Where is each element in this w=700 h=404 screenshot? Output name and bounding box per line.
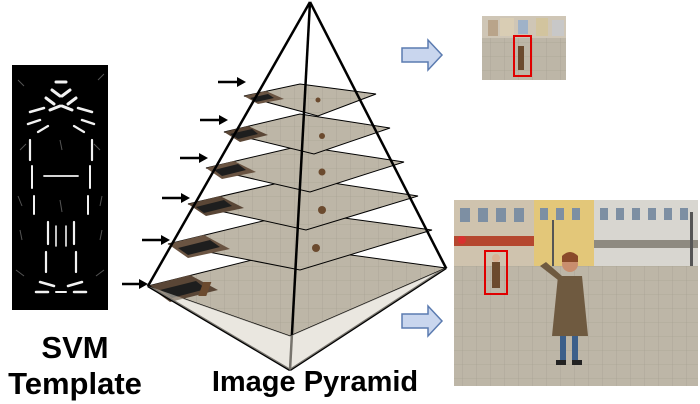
block-right-arrow-icon: [401, 38, 444, 72]
right-arrow-icon: [162, 193, 190, 203]
image-pyramid: [146, 1, 448, 372]
small-detection-image: [482, 16, 566, 80]
large-detection-image: [454, 200, 698, 386]
pyramid-level-3: [187, 177, 419, 231]
right-arrow-icon: [122, 279, 148, 289]
pyramid-level-6: [243, 83, 377, 117]
svm-label-line1: SVM: [41, 330, 109, 365]
detection-box: [484, 250, 508, 295]
pedestrian: [540, 252, 588, 365]
svm-label-line2: Template: [8, 366, 142, 401]
right-arrow-icon: [142, 235, 170, 245]
detection-box: [513, 35, 532, 77]
right-arrow-icon: [200, 115, 228, 125]
level-arrows: [142, 77, 246, 245]
pyramid-level-4: [205, 145, 405, 193]
block-right-arrow-icon: [401, 304, 444, 338]
pyramid-level-5: [223, 113, 391, 155]
right-arrow-icon: [180, 153, 208, 163]
image-pyramid-label: Image Pyramid: [211, 366, 419, 398]
pyramid-base: [148, 268, 446, 370]
right-arrow-icon: [218, 77, 246, 87]
pyramid-level-2: [167, 211, 433, 271]
svm-template-image: [12, 65, 108, 310]
